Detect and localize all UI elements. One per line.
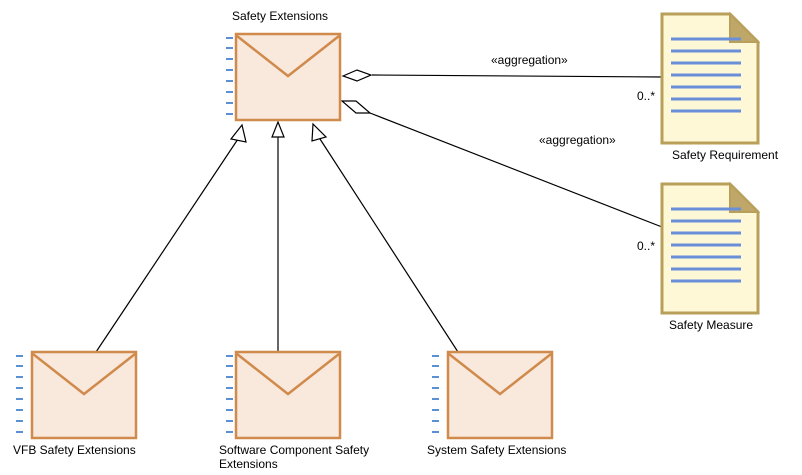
label-system-safety-extensions: System Safety Extensions — [427, 443, 567, 457]
package-bars — [226, 37, 233, 115]
envelope-flap — [236, 353, 340, 396]
generalization-system — [319, 138, 459, 353]
arrowhead-system — [311, 122, 328, 142]
label-multiplicity-1: 0..* — [637, 89, 656, 103]
document-icon-safety-measure[interactable] — [660, 181, 761, 315]
document-lines — [671, 207, 741, 283]
aggregation-diamond-measure — [340, 100, 372, 114]
label-vfb-safety-extensions: VFB Safety Extensions — [13, 443, 136, 457]
package-bars — [16, 355, 23, 433]
document-fold — [729, 11, 761, 43]
aggregation-line-measure — [369, 112, 663, 228]
arrowhead-swc — [271, 120, 285, 138]
envelope-flap — [236, 35, 340, 78]
package-icon-software-component[interactable] — [226, 350, 342, 440]
package-icon-safety-extensions[interactable] — [226, 32, 342, 122]
label-aggregation-2: «aggregation» — [539, 133, 616, 147]
diamonds — [340, 69, 373, 114]
label-safety-requirement: Safety Requirement — [672, 148, 779, 162]
label-safety-measure: Safety Measure — [669, 318, 754, 332]
connectors — [95, 74, 663, 353]
document-fold — [729, 181, 761, 213]
document-icon-safety-requirement[interactable] — [660, 11, 761, 145]
aggregation-line-requirement — [371, 74, 663, 78]
arrowheads — [229, 120, 328, 143]
label-software-component-safety-extensions: Software Component Safety Extensions — [219, 443, 370, 471]
aggregation-diamond-requirement — [341, 69, 373, 82]
label-aggregation-1: «aggregation» — [491, 53, 568, 67]
label-multiplicity-2: 0..* — [637, 239, 656, 253]
package-bars — [432, 355, 439, 433]
generalization-vfb — [95, 138, 239, 353]
package-icon-vfb[interactable] — [16, 350, 138, 440]
arrowhead-vfb — [229, 123, 247, 143]
envelope-flap — [448, 353, 552, 396]
envelope-flap — [32, 353, 136, 396]
package-icon-system[interactable] — [432, 350, 554, 440]
label-safety-extensions: Safety Extensions — [232, 9, 329, 23]
document-lines — [671, 37, 741, 113]
package-bars — [226, 355, 233, 433]
